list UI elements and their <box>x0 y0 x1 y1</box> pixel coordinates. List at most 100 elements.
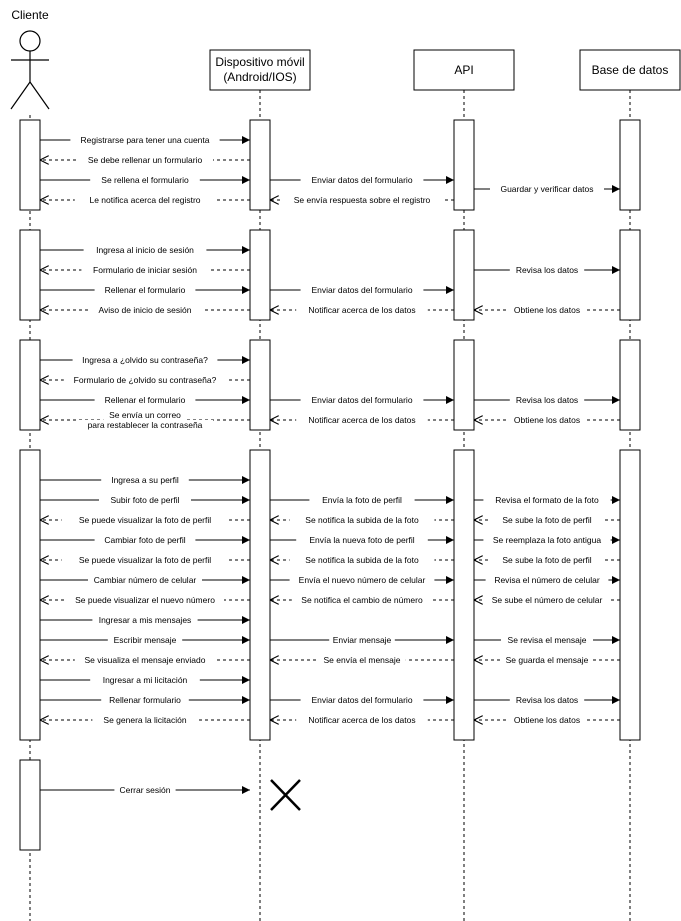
message-label: Ingresa al inicio de sesión <box>96 245 194 255</box>
label-background <box>507 305 587 315</box>
activation-bar-db <box>619 449 641 741</box>
message-45: Enviar mensaje <box>270 635 454 645</box>
label-background <box>507 415 587 425</box>
label-background <box>296 715 428 725</box>
message-label: Revisa el formato de la foto <box>495 495 599 505</box>
message-25: Subir foto de perfil <box>40 495 250 505</box>
message-label: Le notifica acerca del registro <box>89 195 200 205</box>
message-31: Cambiar foto de perfil <box>40 535 250 545</box>
message-43: Ingresar a mis mensajes <box>40 615 250 625</box>
label-background <box>509 265 585 275</box>
message-34: Se puede visualizar la foto de perfil <box>40 555 250 565</box>
label-background <box>483 535 611 545</box>
message-57: Cerrar sesión <box>40 785 250 795</box>
activation-bar-api <box>453 449 475 741</box>
participant-db: Base de datos <box>579 49 681 91</box>
message-10: Revisa los datos <box>474 265 620 275</box>
label-background <box>94 285 196 295</box>
message-32: Envía la nueva foto de perfil <box>270 535 454 545</box>
activation-bar-api <box>453 339 475 431</box>
label-background <box>300 175 424 185</box>
message-13: Aviso de inicio de sesión <box>40 305 250 315</box>
label-background <box>289 515 435 525</box>
message-35: Se notifica la subida de la foto <box>270 555 454 565</box>
message-label: Se notifica la subida de la foto <box>305 515 419 525</box>
message-9: Formulario de iniciar sesión <box>40 265 250 275</box>
message-label: Escribir mensaje <box>114 635 177 645</box>
message-12: Enviar datos del formulario <box>270 285 454 295</box>
message-label: Se notifica el cambio de número <box>301 595 423 605</box>
label-background <box>103 410 187 420</box>
message-label: Revisa los datos <box>516 395 578 405</box>
message-label: Revisa el número de celular <box>494 575 600 585</box>
label-background <box>507 715 587 725</box>
message-label: Se puede visualizar la foto de perfil <box>79 515 211 525</box>
label-background <box>509 395 585 405</box>
message-label: Cambiar foto de perfil <box>104 535 185 545</box>
label-background <box>329 635 395 645</box>
activation-bar-cliente <box>19 119 41 211</box>
message-label: Se visualiza el mensaje enviado <box>85 655 206 665</box>
message-30: Se sube la foto de perfil <box>474 515 620 525</box>
activation-bars <box>19 119 641 851</box>
label-background <box>300 285 424 295</box>
message-16: Ingresa a ¿olvido su contraseña? <box>40 355 250 365</box>
activation-bar-movil <box>249 339 271 431</box>
participant-api: API <box>413 49 515 91</box>
message-label: Obtiene los datos <box>514 415 580 425</box>
message-label: Se genera la licitación <box>103 715 186 725</box>
message-label: Se puede visualizar la foto de perfil <box>79 555 211 565</box>
label-background <box>74 195 216 205</box>
message-3: Se rellena el formulario <box>40 175 250 185</box>
message-label: Se debe rellenar un formulario <box>88 155 203 165</box>
label-background <box>101 475 189 485</box>
label-background <box>291 595 433 605</box>
activation-bar-movil <box>249 229 271 321</box>
message-33: Se reemplaza la foto antigua <box>474 535 620 545</box>
message-52: Enviar datos del formulario <box>270 695 454 705</box>
label-background <box>72 355 218 365</box>
label-background <box>483 595 611 605</box>
message-label: Subir foto de perfil <box>111 495 180 505</box>
message-label: Obtiene los datos <box>514 715 580 725</box>
label-background <box>83 245 207 255</box>
message-20: Revisa los datos <box>474 395 620 405</box>
label-background <box>77 420 213 430</box>
activation-bar-movil <box>249 449 271 741</box>
message-label: Se revisa el mensaje <box>508 635 587 645</box>
message-48: Se envía el mensaje <box>270 655 454 665</box>
message-label: para restablecer la contraseña <box>88 420 203 430</box>
message-label: Rellenar el formulario <box>105 395 186 405</box>
label-background <box>74 655 216 665</box>
message-6: Le notifica acerca del registro <box>40 195 250 205</box>
activation-bar-db <box>619 229 641 321</box>
message-label: Notificar acerca de los datos <box>308 415 415 425</box>
message-46: Se revisa el mensaje <box>474 635 620 645</box>
message-47: Se visualiza el mensaje enviado <box>40 655 250 665</box>
label-background <box>501 635 593 645</box>
termination-x-icon <box>270 779 301 811</box>
message-label: Ingresa a su perfil <box>111 475 179 485</box>
message-56: Obtiene los datos <box>474 715 620 725</box>
label-background <box>490 555 604 565</box>
message-label: Se rellena el formulario <box>101 175 189 185</box>
label-background <box>63 375 227 385</box>
message-label: Enviar mensaje <box>333 635 392 645</box>
message-55: Notificar acerca de los datos <box>270 715 454 725</box>
message-50: Ingresar a mi licitación <box>40 675 250 685</box>
message-42: Se sube el número de celular <box>474 595 620 605</box>
message-29: Se notifica la subida de la foto <box>270 515 454 525</box>
participant-movil: Dispositivo móvil (Android/IOS) <box>209 49 311 91</box>
label-background <box>77 155 213 165</box>
activation-bar-cliente <box>19 339 41 431</box>
participant-label: Cliente <box>11 8 49 22</box>
label-background <box>309 495 415 505</box>
message-label: Ingresar a mis mensajes <box>99 615 192 625</box>
label-background <box>107 635 183 645</box>
message-23: Obtiene los datos <box>474 415 620 425</box>
label-background <box>88 575 202 585</box>
message-27: Revisa el formato de la foto <box>474 495 620 505</box>
